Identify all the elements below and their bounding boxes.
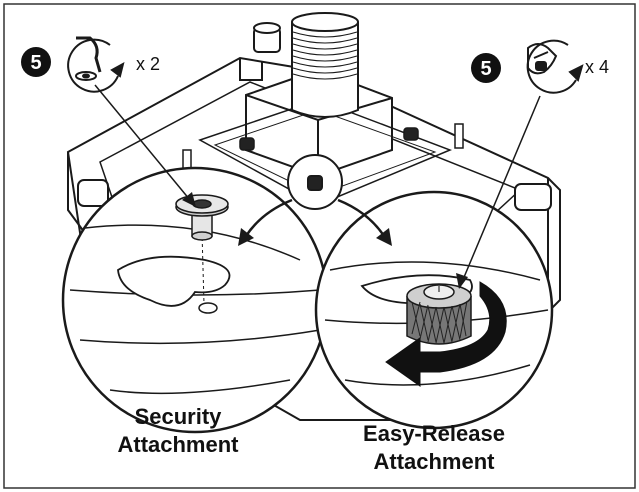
zoom-arrows (244, 198, 386, 237)
count-left: x 2 (136, 54, 160, 74)
security-label-line2: Attachment (117, 432, 239, 457)
security-label-line1: Security (135, 404, 223, 429)
step-number-left: 5 (30, 52, 41, 74)
count-right: x 4 (585, 57, 609, 77)
pipe-threads (292, 31, 358, 80)
center-detail-circle (287, 154, 343, 210)
corner-cap (253, 22, 281, 53)
step-badge-left: 5 (21, 47, 51, 77)
allen-key-rotate-icon (67, 36, 125, 93)
threaded-pipe (291, 12, 359, 118)
leader-arrowheads (182, 192, 468, 289)
zoom-arrowheads (238, 228, 392, 246)
step-badge-right: 5 (471, 53, 501, 83)
easy-release-label-line1: Easy-Release (363, 421, 505, 446)
bracket-knobs (239, 127, 419, 151)
step-number-right: 5 (480, 58, 491, 80)
knurl-lines (411, 300, 468, 344)
rotate-direction-arrow (385, 281, 507, 387)
leader-lines (94, 84, 541, 283)
hand-tighten-rotate-icon (526, 39, 584, 94)
easy-release-label-line2: Attachment (373, 449, 495, 474)
